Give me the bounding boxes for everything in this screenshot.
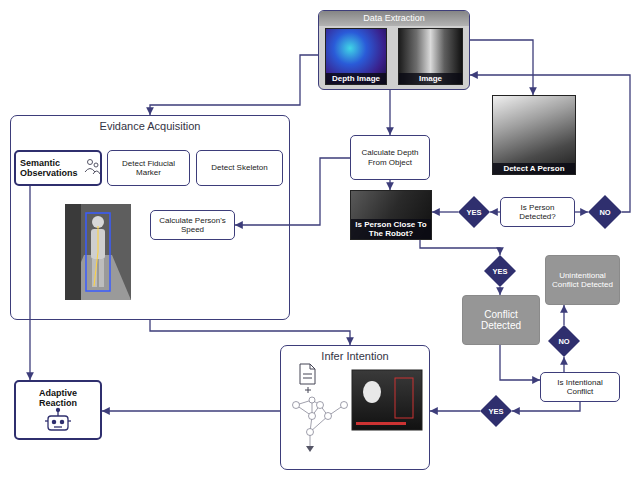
node-label: Conflict Detected bbox=[466, 309, 536, 332]
node-label: Infer Intention bbox=[281, 346, 429, 362]
group-box: Infer Intention bbox=[280, 345, 430, 470]
node-label: Semantic Observations bbox=[20, 158, 82, 179]
flow-arrow bbox=[499, 287, 500, 295]
diamond-outline bbox=[548, 325, 580, 357]
node-label: Evidance Acquisition bbox=[11, 116, 289, 132]
diamond-outline bbox=[588, 195, 622, 229]
flow-arrow bbox=[150, 55, 318, 115]
diamond-outline bbox=[480, 395, 512, 427]
image-panel: Image bbox=[398, 28, 463, 85]
document-icon bbox=[300, 364, 315, 393]
node-label: Detect Fiducial Marker bbox=[111, 159, 186, 177]
node-label: Data Extraction bbox=[319, 11, 469, 26]
flow-arrow bbox=[102, 410, 280, 411]
key-box: Adaptive Reaction bbox=[14, 380, 102, 440]
node-label: Unintentional Conflict Detected bbox=[549, 271, 616, 289]
flow-arrow bbox=[432, 211, 458, 212]
node-label: Is Intentional Conflict bbox=[544, 378, 616, 396]
node-label: YES bbox=[488, 407, 503, 416]
flow-arrow bbox=[420, 240, 500, 255]
diamond-outline bbox=[484, 255, 516, 287]
decision-diamond: YES bbox=[458, 196, 490, 228]
decision-diamond: YES bbox=[484, 255, 516, 287]
flow-arrow bbox=[389, 180, 390, 190]
flow-arrow bbox=[512, 402, 580, 411]
image-panel: Detect A Person bbox=[492, 95, 576, 175]
people-icon bbox=[85, 160, 100, 175]
group-box: Evidance AcquisitionSemantic Observation… bbox=[10, 115, 290, 320]
flow-arrow bbox=[150, 320, 350, 345]
flow-arrow bbox=[430, 410, 480, 411]
person-photo bbox=[65, 204, 131, 300]
stage-panel: Data ExtractionDepth Image Image bbox=[318, 10, 470, 90]
image-panel: Depth Image bbox=[325, 28, 387, 85]
flow-arrow bbox=[470, 40, 533, 95]
process-box: Calculate Person's Speed bbox=[150, 210, 235, 240]
flow-arrow bbox=[470, 75, 630, 212]
flow-arrow bbox=[500, 345, 540, 380]
inference-photo bbox=[352, 370, 422, 430]
process-box: Detect Skeleton bbox=[196, 150, 283, 186]
image-panel: Is Person Close To The Robot? bbox=[350, 190, 432, 240]
flow-arrow bbox=[563, 357, 564, 372]
process-box: Calculate Depth From Object bbox=[350, 135, 430, 180]
process-box: Is Person Detected? bbox=[500, 197, 575, 227]
decision-diamond: NO bbox=[548, 325, 580, 357]
node-label: Is Person Detected? bbox=[504, 203, 571, 221]
decision-diamond: NO bbox=[588, 195, 622, 229]
flow-arrow bbox=[389, 90, 390, 135]
node-label: YES bbox=[492, 267, 507, 276]
node-label: Detect Skeleton bbox=[211, 163, 267, 172]
node-label: YES bbox=[466, 208, 481, 217]
state-box: Conflict Detected bbox=[462, 295, 540, 345]
node-label: NO bbox=[599, 208, 610, 217]
node-label: Image bbox=[399, 73, 462, 84]
robot-icon bbox=[45, 409, 71, 431]
flow-arrow bbox=[563, 305, 564, 325]
decision-diamond: YES bbox=[480, 395, 512, 427]
node-label: Depth Image bbox=[326, 73, 386, 84]
process-box: Is Intentional Conflict bbox=[540, 372, 620, 402]
flow-arrow bbox=[29, 186, 30, 380]
diamond-outline bbox=[458, 196, 490, 228]
node-label: NO bbox=[558, 337, 569, 346]
state-box: Unintentional Conflict Detected bbox=[545, 255, 620, 305]
node-label: Adaptive Reaction bbox=[20, 388, 96, 409]
flow-arrow bbox=[575, 211, 588, 212]
node-label: Calculate Depth From Object bbox=[354, 148, 426, 166]
node-label: Detect A Person bbox=[493, 163, 575, 174]
neural-network bbox=[293, 397, 348, 452]
flow-arrow bbox=[490, 211, 500, 212]
process-box: Detect Fiducial Marker bbox=[107, 150, 190, 186]
key-box: Semantic Observations bbox=[14, 150, 102, 186]
node-label: Is Person Close To The Robot? bbox=[351, 219, 431, 239]
node-label: Calculate Person's Speed bbox=[154, 216, 231, 234]
